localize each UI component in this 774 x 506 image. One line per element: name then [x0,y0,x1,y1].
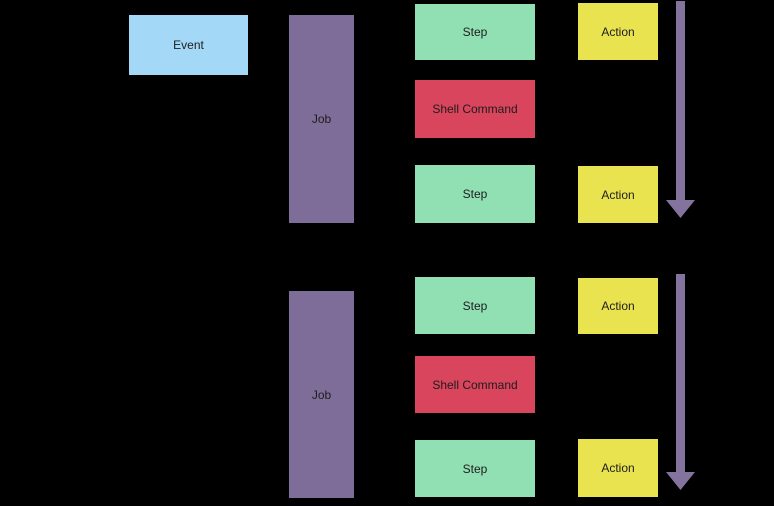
job-1-label: Job [311,112,332,126]
arrow-head [666,472,695,490]
job-2-step-1-label: Step [462,298,488,313]
job-2-action-1-label: Action [601,299,635,313]
job-1-action-1-node: Action [578,3,658,60]
job-1-node: Job [289,15,354,223]
job-1-step-1-node: Step [415,4,535,60]
job-2-shell-command-label: Shell Command [432,377,518,392]
job-2-runner-arrow-down-icon [666,274,695,491]
job-1-action-2-node: Action [578,166,658,223]
job-2-step-2-label: Step [462,461,488,476]
job-1-shell-command-label: Shell Command [432,102,518,116]
job-2-node: Job [289,291,354,498]
job-2-step-2-node: Step [415,440,535,497]
event-label: Event [173,38,204,52]
job-1-runner-arrow-down-icon [666,0,695,219]
job-1-action-2-label: Action [601,187,635,202]
job-2-action-1-node: Action [578,278,658,334]
job-2-label: Job [311,387,332,402]
job-2-action-2-node: Action [578,439,658,497]
job-2-step-1-node: Step [415,277,535,334]
job-2-shell-command-node: Shell Command [415,356,535,413]
job-1-action-1-label: Action [601,24,635,39]
job-2-action-2-label: Action [601,461,635,475]
job-1-shell-command-node: Shell Command [415,80,535,138]
arrow-head [666,200,695,218]
job-1-step-2-label: Step [462,187,488,201]
arrow-shaft [676,274,685,473]
job-1-step-1-label: Step [462,25,488,39]
arrow-shaft [676,1,685,202]
job-1-step-2-node: Step [415,165,535,223]
event-node: Event [129,15,248,75]
